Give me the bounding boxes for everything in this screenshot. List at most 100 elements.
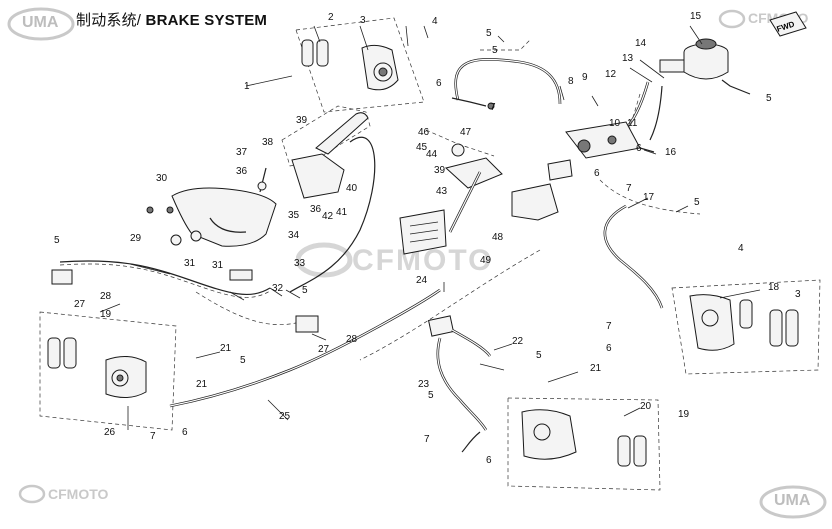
callout-28: 28: [100, 291, 112, 302]
rear-left-caliper-group: [39, 311, 177, 431]
parking-brake-cable: [51, 260, 319, 333]
page-title: 制动系统/ BRAKE SYSTEM: [76, 9, 267, 30]
uma-badge-icon-bottom: [759, 485, 827, 519]
callout-4: 4: [432, 16, 438, 27]
callout-35: 35: [288, 210, 300, 221]
callout-18: 18: [768, 282, 780, 293]
callout-12: 12: [605, 69, 617, 80]
callout-6-b: 6: [636, 143, 642, 154]
callout-20: 20: [640, 401, 652, 412]
callout-6-c: 6: [606, 343, 612, 354]
callout-7-b: 7: [606, 321, 612, 332]
callout-14: 14: [635, 38, 647, 49]
callout-21: 21: [220, 343, 232, 354]
title-chinese: 制动系统/: [76, 12, 142, 29]
callout-21-b: 21: [590, 363, 602, 374]
callout-5-a: 5: [492, 45, 498, 56]
callout-6: 6: [436, 78, 442, 89]
callout-28-b: 28: [346, 334, 358, 345]
rear-right-caliper-group: [461, 397, 661, 491]
uma-logo-text: UMA: [22, 14, 59, 31]
callout-7-a: 7: [626, 183, 632, 194]
cfmoto-swirl-icon-bottom: [18, 484, 46, 504]
callout-3-right: 3: [795, 289, 801, 300]
fwd-arrow-badge: FWD: [769, 11, 807, 37]
callout-34: 34: [288, 230, 300, 241]
callout-38: 38: [262, 137, 274, 148]
callout-21-c: 21: [196, 379, 208, 390]
callout-33: 33: [294, 258, 306, 269]
brake-junction-block: [547, 121, 655, 181]
front-left-caliper-group: [295, 17, 425, 113]
callout-5: 5: [486, 28, 492, 39]
callout-4-right: 4: [738, 243, 744, 254]
tee-fitting: [427, 315, 492, 431]
callout-41: 41: [336, 207, 348, 218]
callout-9: 9: [582, 72, 588, 83]
callout-49: 49: [480, 255, 492, 266]
callout-5-d: 5: [54, 235, 60, 246]
callout-8: 8: [568, 76, 574, 87]
front-brake-hose-upper: [451, 39, 562, 110]
callout-29: 29: [130, 233, 142, 244]
callout-45: 45: [416, 142, 428, 153]
callout-31: 31: [184, 258, 196, 269]
callout-5-e: 5: [302, 285, 308, 296]
callout-13: 13: [622, 53, 634, 64]
callout-3: 3: [360, 15, 366, 26]
uma-badge-icon: [7, 7, 75, 41]
callout-leader-lines: [99, 25, 761, 430]
callout-25: 25: [279, 411, 291, 422]
callout-5-b: 5: [766, 93, 772, 104]
callout-5-f: 5: [240, 355, 246, 366]
parking-brake-lever-assembly: [257, 105, 376, 293]
callout-24: 24: [416, 275, 428, 286]
callout-36: 36: [236, 166, 248, 177]
callout-40: 40: [346, 183, 358, 194]
callout-17: 17: [643, 192, 655, 203]
front-right-caliper-group: [671, 279, 821, 375]
callout-7-d: 7: [424, 434, 430, 445]
callout-26: 26: [104, 427, 116, 438]
callout-36-b: 36: [310, 204, 322, 215]
callout-48: 48: [492, 232, 504, 243]
callout-43: 43: [436, 186, 448, 197]
callout-6-d: 6: [182, 427, 188, 438]
brake-pedal-assembly: [399, 129, 559, 255]
callout-19-right: 19: [678, 409, 690, 420]
callout-6-e: 6: [486, 455, 492, 466]
cfmoto-logo-text-bottom: CFMOTO: [48, 486, 109, 502]
callout-7-c: 7: [150, 431, 156, 442]
callout-42: 42: [322, 211, 334, 222]
callout-22: 22: [512, 336, 524, 347]
callout-6-a: 6: [594, 168, 600, 179]
callout-2: 2: [328, 12, 334, 23]
callout-1: 1: [244, 81, 250, 92]
callout-39: 39: [296, 115, 308, 126]
callout-5-c: 5: [694, 197, 700, 208]
watermark-swirl-icon: [296, 242, 353, 278]
callout-11: 11: [627, 118, 638, 129]
callout-32: 32: [272, 283, 284, 294]
callout-46: 46: [418, 127, 430, 138]
callout-15: 15: [690, 11, 702, 22]
cfmoto-swirl-icon: [718, 9, 746, 29]
callout-31-b: 31: [212, 260, 224, 271]
callout-39-b: 39: [434, 165, 446, 176]
uma-logo-text-bottom: UMA: [774, 492, 811, 509]
callout-30: 30: [156, 173, 168, 184]
title-english: BRAKE SYSTEM: [141, 12, 268, 29]
callout-5-g: 5: [536, 350, 542, 361]
master-cylinder-reservoir: [659, 38, 751, 95]
callout-44: 44: [426, 149, 438, 160]
callout-37: 37: [236, 147, 248, 158]
callout-10: 10: [609, 118, 621, 129]
callout-16: 16: [665, 147, 677, 158]
callout-7: 7: [490, 102, 496, 113]
callout-27: 27: [74, 299, 86, 310]
callout-5-h: 5: [428, 390, 434, 401]
callout-47: 47: [460, 127, 472, 138]
rear-brake-line-long: [169, 249, 541, 408]
